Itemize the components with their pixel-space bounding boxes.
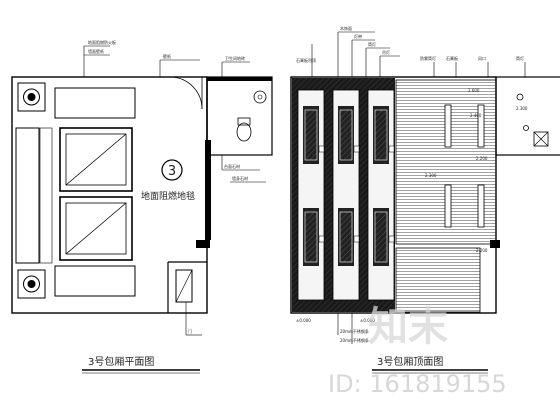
vent-icon	[533, 131, 549, 147]
elevation-mark: 2.600	[468, 88, 480, 93]
light-strips	[444, 104, 485, 228]
restroom-outline	[206, 76, 273, 156]
floor-label: 地面阻燃地毯	[141, 190, 195, 202]
callout: 墙身石材	[232, 175, 248, 181]
elevation-mark: 2.400	[470, 113, 482, 118]
elevation-mark: 2.200	[476, 156, 488, 161]
callout: 风口	[478, 56, 486, 61]
elevation-mark: 2.300	[425, 173, 437, 178]
watermark-id: ID: 161819155	[328, 370, 507, 398]
chair-top	[54, 87, 136, 119]
sofa-left	[15, 127, 40, 264]
dimension: 20mm不锈钢条	[340, 337, 369, 343]
corner-cabinet-top	[17, 82, 46, 112]
table-1	[59, 127, 133, 192]
ceiling-title: 3号包厢顶面图	[377, 355, 443, 368]
callout: 卫生间地砖	[225, 55, 245, 61]
ceiling-lamp-columns	[297, 89, 395, 301]
wall-segment	[205, 140, 211, 240]
callout: 防雾筒灯	[420, 55, 436, 61]
callout: 木饰面	[340, 25, 352, 31]
callout: 壁纸	[163, 53, 171, 59]
watermark: 知末 ID: 161819155	[328, 304, 507, 398]
callout: 地面阻燃防火板	[88, 39, 116, 45]
floor-plan: 3 地面阻燃地毯 地面阻燃防火板 墙面壁纸 壁纸 卫生间地砖 台面石材 墙身石材…	[11, 39, 273, 374]
room-number: 3	[168, 164, 176, 179]
callout: 灯带	[354, 33, 362, 39]
dimension: ±0.000	[296, 318, 311, 323]
watermark-brand: 知末	[368, 304, 448, 350]
chair-bottom	[54, 265, 136, 297]
callout: 吊灯	[382, 49, 390, 55]
table-2	[59, 196, 133, 261]
side-cabinet	[175, 269, 193, 303]
ceiling-plan: 2.600 2.400 2.300 2.200 2.200 2.300 石膏板吊…	[290, 25, 560, 374]
door-swing	[169, 76, 203, 110]
restroom-ceiling	[495, 76, 560, 156]
room-number-circle	[161, 159, 183, 181]
wood-ceiling-lower	[395, 247, 481, 313]
elevation-mark: 2.300	[516, 106, 528, 111]
callout: 石膏板	[446, 55, 458, 61]
elevation-mark: 2.200	[476, 248, 488, 253]
callout: 墙面壁纸	[88, 48, 104, 54]
corner-cabinet-bottom	[17, 269, 46, 299]
callout: 筒灯	[516, 55, 524, 61]
plan-title: 3号包厢平面图	[88, 355, 154, 368]
callout: 石膏板吊顶	[296, 57, 316, 63]
callout: 筒灯	[368, 41, 376, 47]
basin	[253, 90, 267, 104]
ceiling-leaders	[311, 31, 526, 344]
callout: 台面石材	[224, 163, 240, 169]
plan-leaders	[83, 45, 266, 336]
downlight-icon	[523, 125, 529, 131]
toilet	[236, 117, 252, 142]
dimension: 20mm不锈钢条	[340, 328, 369, 334]
downlight-icon	[516, 93, 524, 101]
dimension: ±0.000	[360, 318, 375, 323]
callout: 门	[188, 328, 192, 334]
